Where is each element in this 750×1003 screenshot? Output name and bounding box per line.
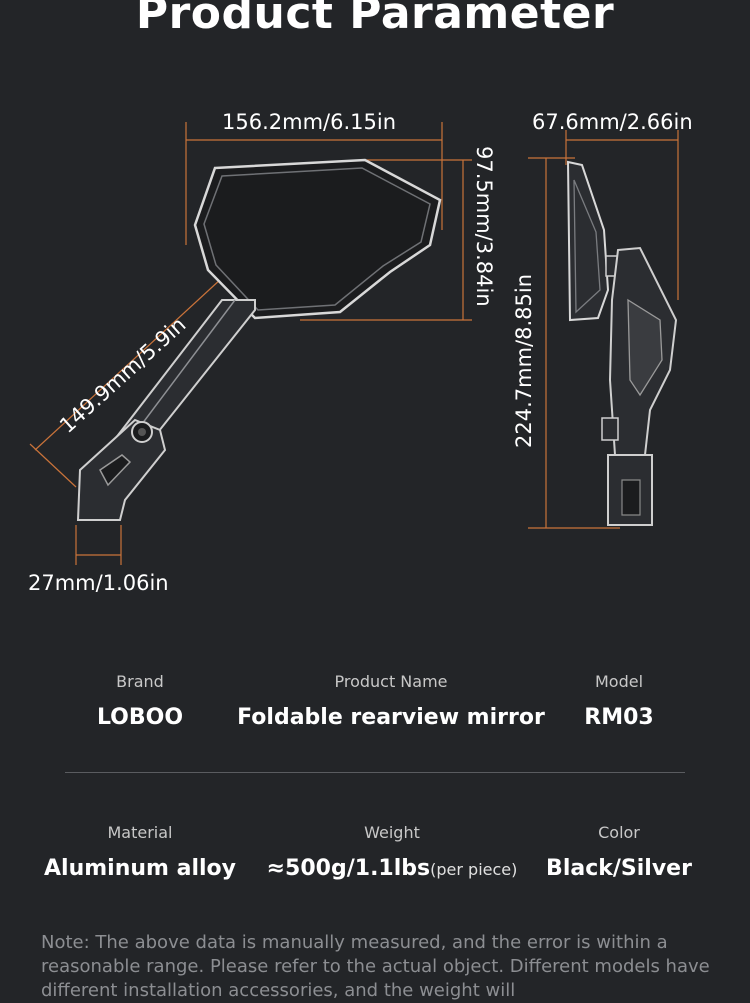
spec-divider	[65, 772, 685, 773]
spec-label-material: Material	[107, 823, 173, 842]
mirror-dimension-diagram	[29, 122, 679, 565]
measurement-note: Note: The above data is manually measure…	[41, 932, 710, 1001]
spec-label-brand: Brand	[116, 672, 164, 691]
height-dimension: 97.5mm/3.84in	[472, 146, 496, 307]
width-dimension: 156.2mm/6.15in	[222, 110, 397, 134]
mount-width-dimension: 27mm/1.06in	[28, 571, 169, 595]
depth-dimension: 67.6mm/2.66in	[532, 110, 693, 134]
spec-value-model: RM03	[584, 705, 654, 730]
spec-value-product-name: Foldable rearview mirror	[237, 705, 545, 730]
spec-label-color: Color	[598, 823, 640, 842]
spec-value-material: Aluminum alloy	[44, 856, 236, 881]
mirror-front-view	[76, 158, 442, 521]
weight-qualifier: (per piece)	[430, 860, 518, 879]
spec-label-weight: Weight	[364, 823, 420, 842]
spec-label-model: Model	[594, 672, 644, 691]
weight-value: ≈500g/1.1lbs	[266, 856, 431, 881]
mirror-side-view	[566, 160, 678, 526]
spec-value-weight: ≈500g/1.1lbs(per piece)	[212, 856, 572, 881]
spec-value-color: Black/Silver	[546, 856, 692, 881]
page-title: Product Parameter	[135, 0, 615, 39]
spec-label-product-name: Product Name	[334, 672, 448, 691]
total-length-dimension: 224.7mm/8.85in	[512, 273, 536, 448]
spec-value-brand: LOBOO	[96, 705, 184, 730]
